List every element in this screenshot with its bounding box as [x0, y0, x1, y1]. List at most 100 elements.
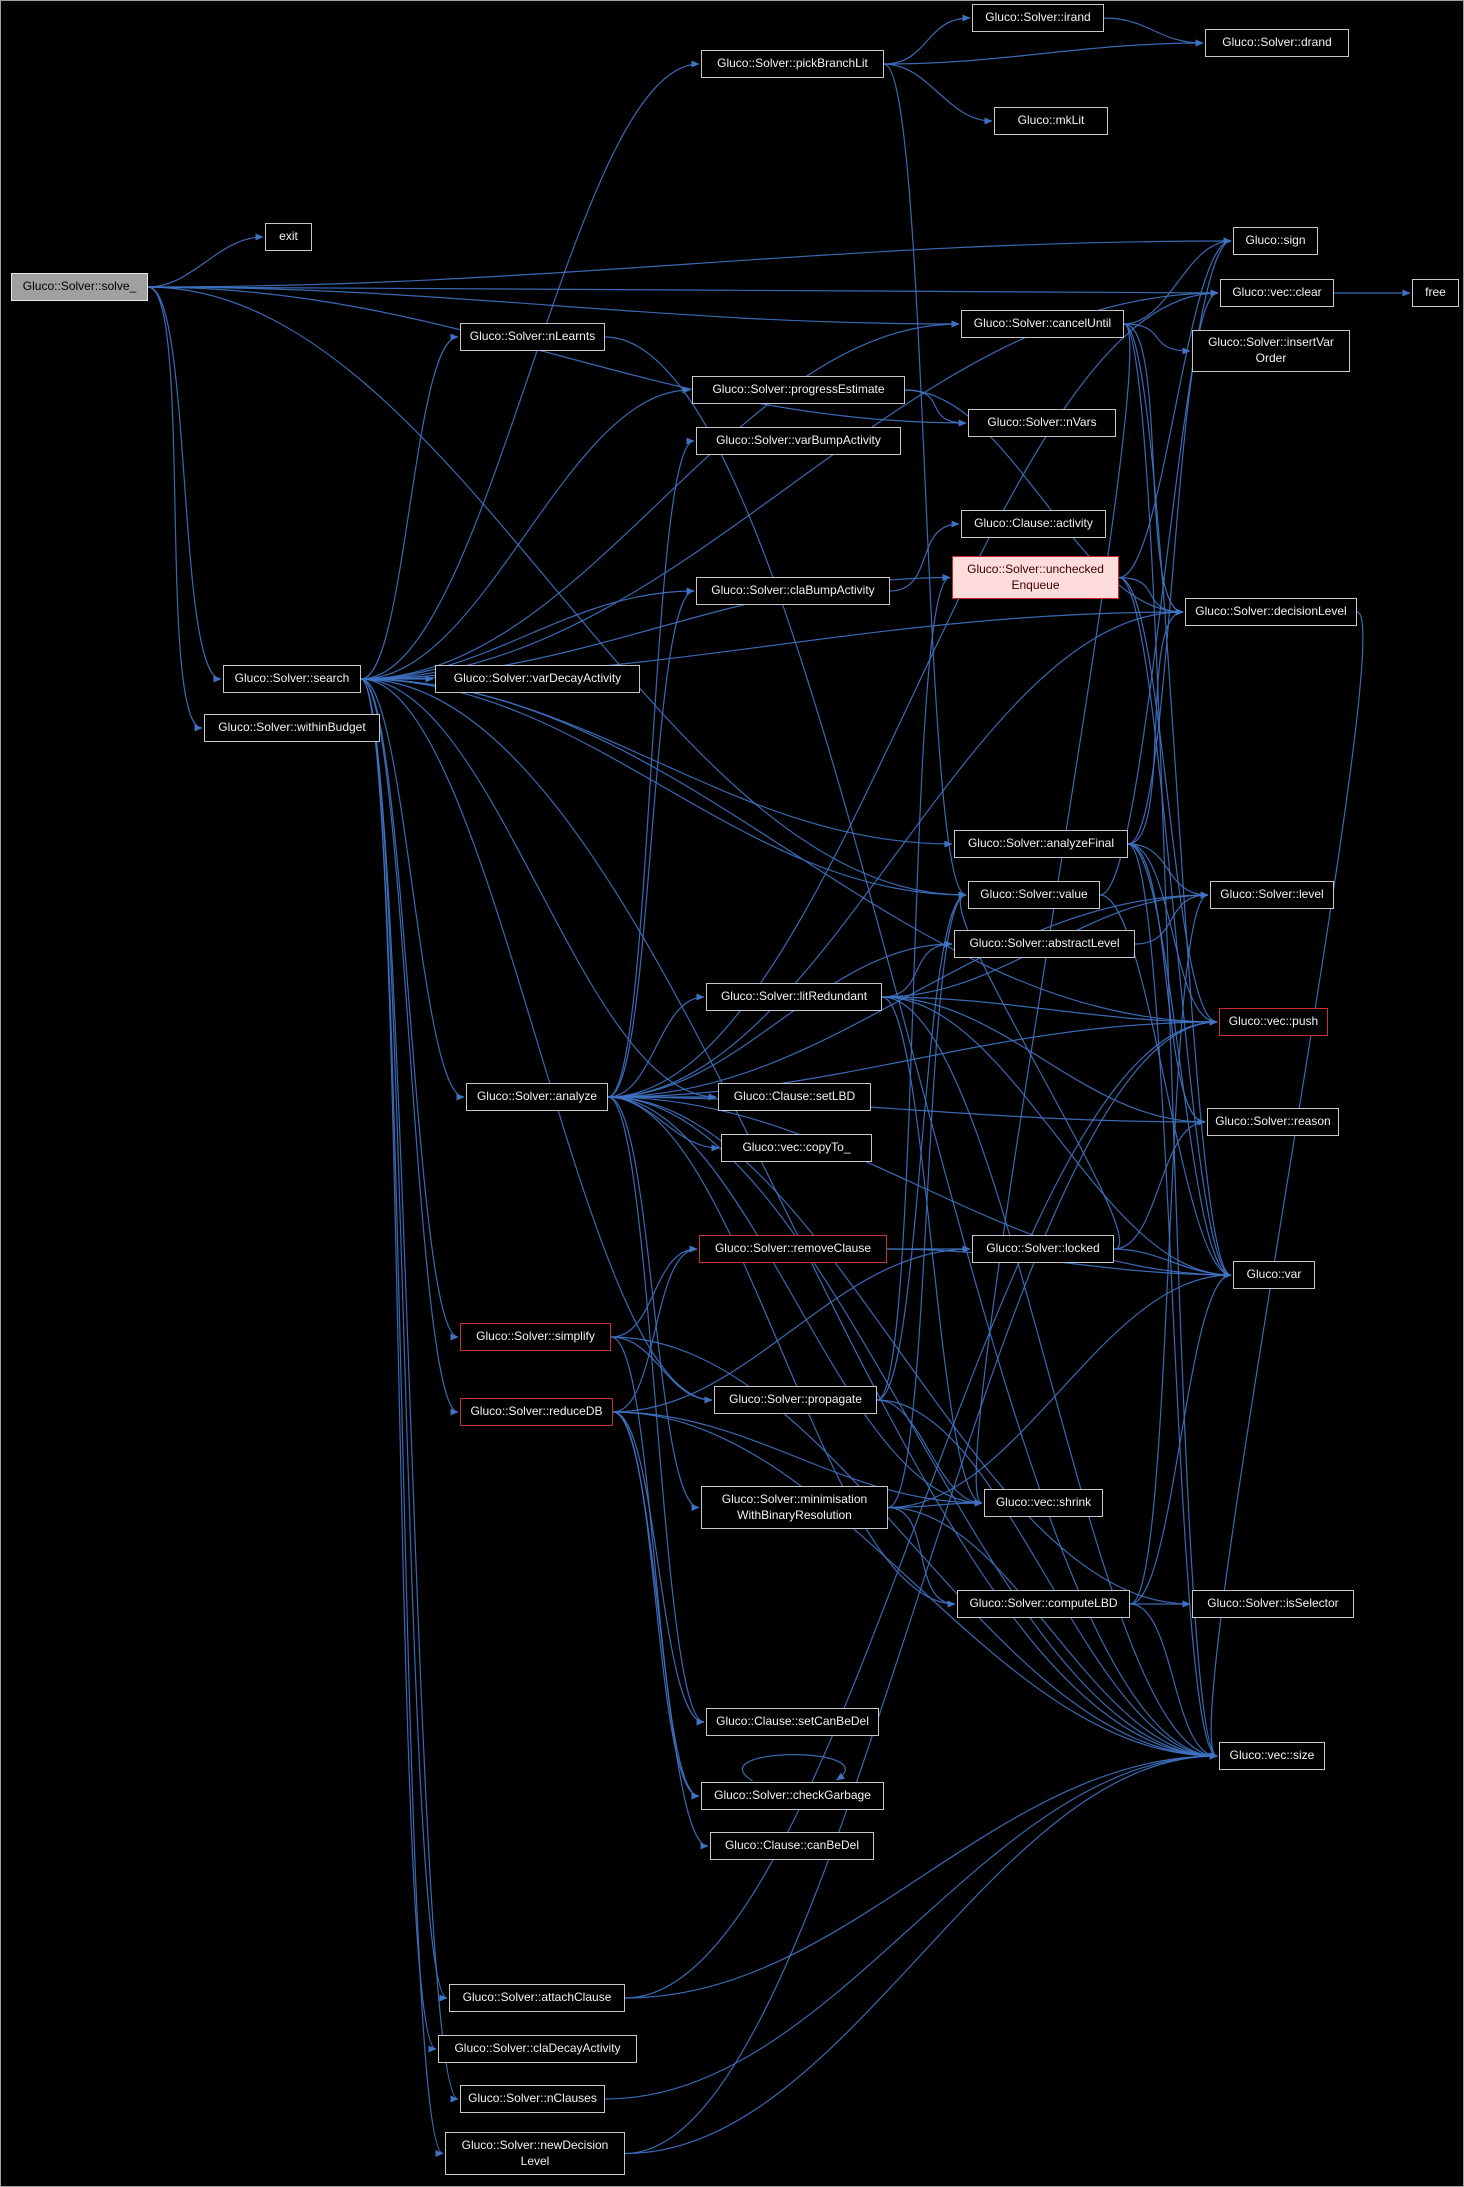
node-nVars[interactable]: Gluco::Solver::nVars — [968, 409, 1116, 437]
node-label: WithBinaryResolution — [737, 1507, 852, 1522]
call-edge-analyze-to-clear — [607, 289, 1219, 1098]
node-label: Gluco::Solver::locked — [986, 1241, 1100, 1256]
call-edge-solve-to-search — [147, 286, 222, 683]
call-edge-analyze-to-shrink — [607, 1096, 983, 1507]
node-progressEstimate[interactable]: Gluco::Solver::progressEstimate — [692, 376, 905, 404]
node-varDecayActivity[interactable]: Gluco::Solver::varDecayActivity — [435, 665, 640, 693]
node-label: Gluco::Solver::simplify — [476, 1329, 595, 1344]
node-withinBudget[interactable]: Gluco::Solver::withinBudget — [204, 714, 380, 742]
call-edge-solve-to-withinBudget — [147, 286, 203, 732]
node-drand[interactable]: Gluco::Solver::drand — [1205, 29, 1349, 57]
call-edge-pickBranchLit-to-value — [883, 63, 967, 899]
call-edge-search-to-push — [360, 678, 1218, 1026]
node-attachClause[interactable]: Gluco::Solver::attachClause — [449, 1984, 625, 2012]
call-edge-claBumpActivity-to-activity — [889, 520, 960, 592]
call-edge-search-to-reduceDB — [360, 678, 459, 1416]
node-label: Gluco::sign — [1245, 233, 1306, 248]
node-free[interactable]: free — [1412, 279, 1459, 307]
call-edge-reduceDB-to-canBeDel — [612, 1411, 709, 1850]
call-edge-cancelUntil-to-shrink — [974, 323, 1131, 1507]
node-clear[interactable]: Gluco::vec::clear — [1220, 279, 1334, 307]
node-analyze[interactable]: Gluco::Solver::analyze — [466, 1083, 608, 1111]
node-litRedundant[interactable]: Gluco::Solver::litRedundant — [706, 983, 882, 1011]
node-activity[interactable]: Gluco::Clause::activity — [961, 510, 1106, 538]
node-label: Gluco::Solver::cancelUntil — [973, 316, 1112, 331]
node-simplify[interactable]: Gluco::Solver::simplify — [460, 1323, 611, 1351]
call-edge-solve-to-cancelUntil — [147, 286, 960, 328]
node-claDecayActivity[interactable]: Gluco::Solver::claDecayActivity — [438, 2035, 637, 2063]
node-analyzeFinal[interactable]: Gluco::Solver::analyzeFinal — [954, 830, 1128, 858]
node-var[interactable]: Gluco::var — [1233, 1261, 1315, 1289]
node-label: Gluco::Solver::decisionLevel — [1195, 604, 1347, 619]
node-decisionLevel[interactable]: Gluco::Solver::decisionLevel — [1185, 598, 1357, 626]
node-value[interactable]: Gluco::Solver::value — [968, 881, 1100, 909]
call-edge-minimisationWBR-to-var — [887, 1271, 1232, 1509]
node-checkGarbage[interactable]: Gluco::Solver::checkGarbage — [701, 1782, 884, 1810]
node-label: Gluco::Solver::reduceDB — [470, 1404, 603, 1419]
node-removeClause[interactable]: Gluco::Solver::removeClause — [699, 1235, 887, 1263]
node-sign[interactable]: Gluco::sign — [1233, 227, 1318, 255]
node-shrink[interactable]: Gluco::vec::shrink — [984, 1489, 1103, 1517]
node-irand[interactable]: Gluco::Solver::irand — [972, 4, 1104, 32]
node-search[interactable]: Gluco::Solver::search — [223, 665, 361, 693]
call-edge-abstractLevel-to-level — [1134, 891, 1209, 945]
call-edge-propagate-to-uncheckedEnqueue — [876, 574, 951, 1401]
call-edge-irand-to-drand — [1103, 17, 1204, 47]
node-mkLit[interactable]: Gluco::mkLit — [994, 107, 1108, 135]
call-edge-attachClause-to-push — [624, 1018, 1218, 1999]
call-edge-analyze-to-varBumpActivity — [607, 437, 695, 1098]
node-label: Gluco::Solver::removeClause — [714, 1241, 872, 1256]
call-edge-uncheckedEnqueue-to-push — [1118, 576, 1218, 1026]
node-canBeDel[interactable]: Gluco::Clause::canBeDel — [710, 1832, 874, 1860]
node-label: Gluco::Solver::drand — [1222, 35, 1332, 50]
node-size[interactable]: Gluco::vec::size — [1219, 1742, 1325, 1770]
node-nLearnts[interactable]: Gluco::Solver::nLearnts — [460, 323, 605, 351]
node-label: Gluco::Solver::analyzeFinal — [967, 836, 1115, 851]
node-label: free — [1425, 285, 1446, 300]
node-label: Gluco::Clause::setLBD — [733, 1089, 856, 1104]
node-reason[interactable]: Gluco::Solver::reason — [1207, 1108, 1339, 1136]
call-edge-search-to-analyzeFinal — [360, 678, 953, 848]
node-setLBD[interactable]: Gluco::Clause::setLBD — [718, 1083, 871, 1111]
node-label: Level — [520, 2153, 550, 2168]
node-solve[interactable]: Gluco::Solver::solve_ — [11, 273, 148, 301]
node-label: Gluco::Solver::attachClause — [462, 1990, 612, 2005]
node-locked[interactable]: Gluco::Solver::locked — [972, 1235, 1114, 1263]
call-edge-search-to-setLBD — [360, 678, 717, 1101]
node-copyTo[interactable]: Gluco::vec::copyTo_ — [721, 1134, 872, 1162]
node-computeLBD[interactable]: Gluco::Solver::computeLBD — [957, 1590, 1130, 1618]
node-label: exit — [279, 229, 298, 244]
node-exit[interactable]: exit — [265, 223, 312, 251]
node-setCanBeDel[interactable]: Gluco::Clause::setCanBeDel — [706, 1708, 879, 1736]
node-varBumpActivity[interactable]: Gluco::Solver::varBumpActivity — [696, 427, 901, 455]
node-label: Gluco::Solver::litRedundant — [720, 989, 868, 1004]
node-level[interactable]: Gluco::Solver::level — [1210, 881, 1334, 909]
call-edge-analyzeFinal-to-push — [1127, 843, 1218, 1026]
node-cancelUntil[interactable]: Gluco::Solver::cancelUntil — [961, 310, 1124, 338]
node-propagate[interactable]: Gluco::Solver::propagate — [714, 1386, 877, 1414]
call-edge-uncheckedEnqueue-to-decisionLevel — [1118, 576, 1184, 616]
node-pickBranchLit[interactable]: Gluco::Solver::pickBranchLit — [701, 50, 884, 78]
node-reduceDB[interactable]: Gluco::Solver::reduceDB — [460, 1398, 613, 1426]
call-edge-solve-to-sign — [147, 237, 1232, 288]
call-edge-litRedundant-to-size — [881, 996, 1218, 1760]
node-push[interactable]: Gluco::vec::push — [1219, 1008, 1328, 1036]
node-claBumpActivity[interactable]: Gluco::Solver::claBumpActivity — [696, 577, 890, 605]
call-edge-search-to-progressEstimate — [360, 386, 691, 680]
call-edge-litRedundant-to-push — [881, 996, 1218, 1026]
node-nClauses[interactable]: Gluco::Solver::nClauses — [460, 2085, 605, 2113]
node-isSelector[interactable]: Gluco::Solver::isSelector — [1192, 1590, 1354, 1618]
node-label: Gluco::mkLit — [1017, 113, 1085, 128]
call-edge-computeLBD-to-var — [1129, 1271, 1232, 1605]
call-edge-computeLBD-to-size — [1129, 1603, 1218, 1760]
node-label: Gluco::Solver::minimisation — [721, 1491, 868, 1506]
node-abstractLevel[interactable]: Gluco::Solver::abstractLevel — [954, 930, 1135, 958]
call-edge-reduceDB-to-size — [612, 1411, 1218, 1760]
node-label: Gluco::Solver::nLearnts — [469, 329, 596, 344]
call-edge-minimisationWBR-to-shrink — [887, 1499, 983, 1509]
call-edge-solve-to-value — [147, 286, 967, 899]
